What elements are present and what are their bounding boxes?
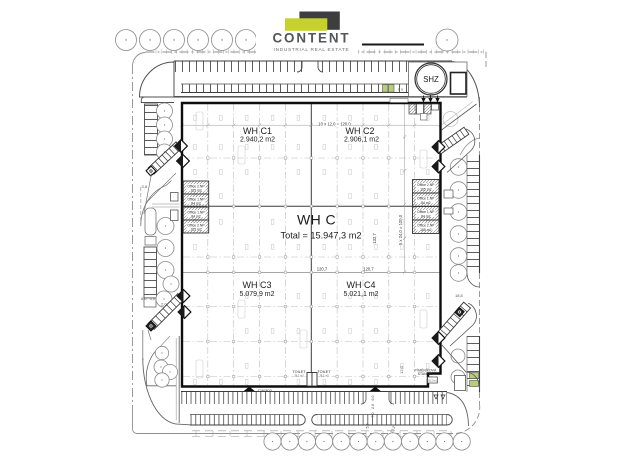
svg-text:TOILET: TOILET — [317, 370, 331, 374]
svg-text:INDUSTRIAL REAL ESTATE: INDUSTRIAL REAL ESTATE — [274, 47, 350, 52]
svg-text:Office 2.NP: Office 2.NP — [187, 184, 205, 188]
svg-text:Office 2.NP: Office 2.NP — [417, 224, 435, 228]
svg-text:165 m2: 165 m2 — [190, 227, 201, 231]
svg-text:SHZ: SHZ — [423, 75, 439, 84]
svg-text:WH C3: WH C3 — [243, 280, 272, 290]
svg-text:76,2 m2: 76,2 m2 — [319, 373, 329, 377]
svg-text:WH C1: WH C1 — [243, 126, 272, 136]
svg-text:CONTENT: CONTENT — [272, 31, 350, 46]
svg-text:5,0: 5,0 — [150, 296, 156, 301]
svg-text:STANICE: STANICE — [418, 372, 433, 376]
svg-text:120,7: 120,7 — [363, 266, 374, 271]
svg-text:5.079,9 m2: 5.079,9 m2 — [239, 291, 274, 298]
svg-text:Camion: Camion — [258, 388, 272, 393]
svg-text:84 m2: 84 m2 — [191, 214, 201, 218]
svg-text:18,5: 18,5 — [455, 293, 464, 298]
svg-text:Office 1.NP: Office 1.NP — [187, 197, 205, 201]
svg-text:84 m2: 84 m2 — [421, 214, 431, 218]
svg-text:5.021,1 m2: 5.021,1 m2 — [343, 291, 378, 298]
svg-text:2,0: 2,0 — [371, 404, 375, 409]
svg-text:7,0: 7,0 — [371, 413, 375, 418]
svg-text:Total = 15.947,3 m2: Total = 15.947,3 m2 — [281, 231, 362, 241]
svg-text:5,5: 5,5 — [366, 424, 370, 429]
svg-text:120,7: 120,7 — [317, 266, 328, 271]
svg-text:20,2: 20,2 — [390, 426, 396, 434]
svg-text:2.940,2 m2: 2.940,2 m2 — [240, 136, 275, 143]
svg-text:TOILET: TOILET — [292, 370, 306, 374]
svg-text:6,0: 6,0 — [141, 296, 147, 301]
svg-text:84 m2: 84 m2 — [421, 201, 431, 205]
svg-text:3,8: 3,8 — [142, 184, 148, 189]
svg-text:165 m2: 165 m2 — [190, 188, 201, 192]
svg-text:Office 1.NP: Office 1.NP — [417, 197, 435, 201]
svg-text:WH C2: WH C2 — [346, 126, 375, 136]
svg-text:Office 2.NP: Office 2.NP — [187, 223, 205, 227]
svg-text:10 x 12,0 = 120,0: 10 x 12,0 = 120,0 — [318, 121, 351, 126]
svg-text:WH C4: WH C4 — [347, 280, 376, 290]
svg-text:Office 1.NP: Office 1.NP — [187, 210, 205, 214]
svg-text:12,0: 12,0 — [399, 365, 404, 374]
svg-text:5 x 24,0 = 120,0: 5 x 24,0 = 120,0 — [398, 214, 403, 245]
svg-text:VÝMĚNÍKOVÁ: VÝMĚNÍKOVÁ — [414, 368, 437, 373]
svg-text:v v: v v — [398, 87, 403, 92]
svg-text:165 m2: 165 m2 — [420, 228, 431, 232]
svg-text:20,2 m2: 20,2 m2 — [427, 379, 438, 383]
svg-text:Office 2.NP: Office 2.NP — [417, 183, 435, 187]
svg-text:WH C: WH C — [297, 212, 336, 228]
svg-text:132,7: 132,7 — [372, 233, 377, 244]
svg-text:2,0: 2,0 — [161, 302, 167, 307]
svg-text:2.906,1 m2: 2.906,1 m2 — [344, 136, 379, 143]
svg-text:84 m2: 84 m2 — [191, 201, 201, 205]
svg-text:76,2 m2: 76,2 m2 — [294, 373, 304, 377]
svg-text:165 m2: 165 m2 — [420, 187, 431, 191]
svg-text:Office 1.NP: Office 1.NP — [417, 210, 435, 214]
svg-text:6,0: 6,0 — [371, 396, 375, 401]
